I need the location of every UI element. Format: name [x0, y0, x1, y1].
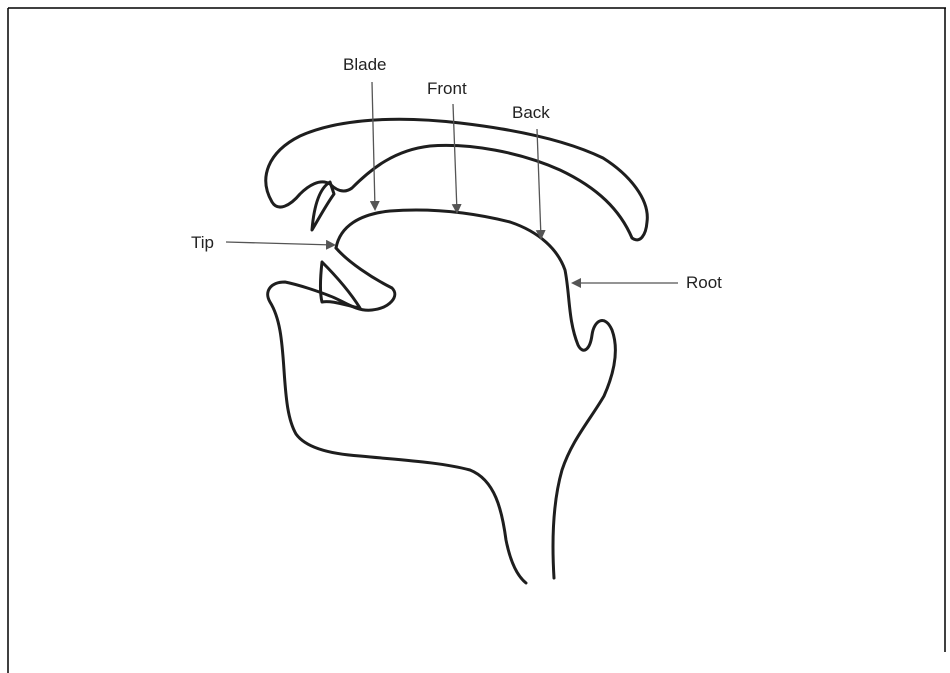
upper-teeth [312, 182, 334, 230]
tongue-underside [268, 248, 526, 583]
border [8, 8, 946, 673]
label-root: Root [686, 273, 722, 292]
front-arrow [453, 104, 457, 212]
tip-arrow [226, 242, 334, 245]
upper-jaw-palate [266, 119, 647, 240]
tongue-outline [336, 210, 615, 578]
label-blade: Blade [343, 55, 386, 74]
blade-arrow [372, 82, 375, 209]
label-tip: Tip [191, 233, 214, 252]
back-arrow [537, 129, 541, 238]
label-front: Front [427, 79, 467, 98]
label-back: Back [512, 103, 550, 122]
